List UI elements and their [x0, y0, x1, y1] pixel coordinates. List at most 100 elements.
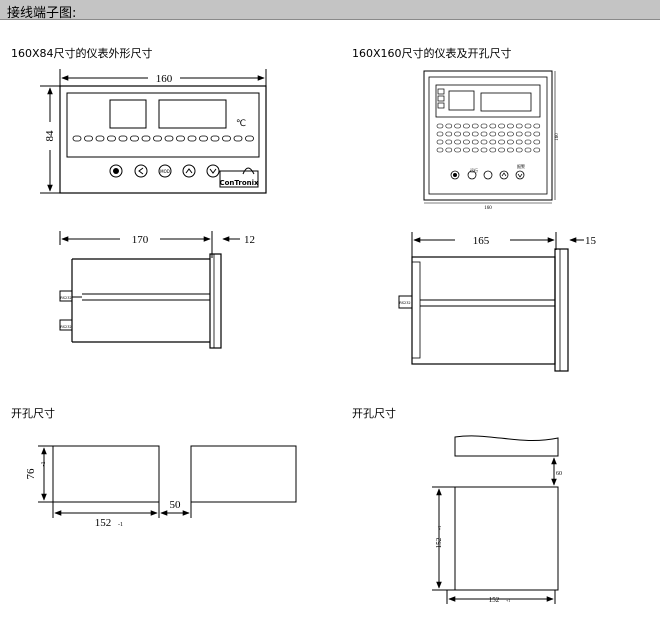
title-cutout-right: 开孔尺寸: [352, 407, 396, 420]
led: [533, 123, 541, 129]
led-grid: [436, 123, 541, 153]
led: [445, 123, 453, 129]
connector-tag-3: RS232: [399, 301, 410, 305]
dim-76: 76: [25, 468, 37, 480]
led: [507, 139, 514, 145]
keypad-84: MOD: [109, 164, 220, 178]
dim-160c: 160: [555, 133, 560, 141]
led: [489, 131, 497, 137]
dim-152-v: 152: [435, 537, 443, 548]
dim-84: 84: [44, 130, 56, 142]
led: [436, 147, 444, 153]
side-view-84: 170 12 RS232 RS232: [59, 231, 255, 349]
title-160x84: 160X84尺寸的仪表外形尺寸: [11, 47, 153, 60]
led: [445, 139, 453, 145]
dim-160b: 160: [484, 206, 492, 211]
dim-160-top: 160: [156, 73, 173, 85]
led: [222, 135, 231, 142]
led: [498, 147, 505, 153]
led: [72, 135, 82, 142]
alarm-label: 报警: [517, 163, 525, 169]
dim-12: 12: [244, 234, 255, 246]
connector-tag-1: RS232: [60, 296, 71, 300]
led: [141, 135, 151, 142]
led: [210, 135, 220, 142]
led: [498, 123, 505, 129]
led: [454, 147, 461, 153]
led: [245, 135, 254, 142]
led: [176, 135, 185, 142]
dim-15: 15: [585, 235, 597, 247]
led: [84, 135, 93, 142]
led: [498, 139, 505, 145]
led: [471, 123, 479, 129]
led: [164, 135, 174, 142]
cutout-84: 76 -1 50 152 -1: [25, 445, 297, 529]
led: [480, 131, 488, 137]
led: [463, 139, 470, 145]
dim-50: 50: [170, 499, 182, 511]
led: [533, 131, 541, 137]
led: [454, 123, 461, 129]
led: [95, 135, 105, 142]
led: [524, 131, 532, 137]
led: [524, 147, 532, 153]
led: [463, 123, 470, 129]
led: [445, 131, 453, 137]
led: [533, 147, 541, 153]
led: [118, 135, 128, 142]
mod-key-label: MOD: [160, 169, 170, 174]
led: [445, 147, 453, 153]
led: [489, 123, 497, 129]
run-label: 运行: [470, 167, 478, 173]
led: [436, 131, 444, 137]
led: [515, 123, 523, 129]
led: [498, 131, 505, 137]
dim-152-h: 152: [489, 596, 500, 604]
led: [507, 123, 514, 129]
led: [515, 131, 523, 137]
led: [480, 123, 488, 129]
led: [463, 131, 470, 137]
side-view-160: 165 15 RS232: [398, 232, 597, 372]
led: [463, 147, 470, 153]
led: [153, 135, 162, 142]
dim-76-tol: -1: [41, 462, 47, 467]
led: [524, 123, 532, 129]
led: [199, 135, 208, 142]
dim-170: 170: [132, 234, 149, 246]
keypad-160: [450, 170, 525, 180]
brand-logo: ConTronix: [219, 179, 259, 187]
led: [454, 139, 461, 145]
led: [507, 131, 514, 137]
led: [130, 135, 139, 142]
header-title: 接线端子图:: [7, 6, 77, 21]
led: [436, 123, 444, 129]
led: [515, 147, 523, 153]
title-160x160: 160X160尺寸的仪表及开孔尺寸: [352, 47, 512, 60]
led: [480, 147, 488, 153]
dim-60: 60: [556, 471, 562, 477]
led: [233, 135, 243, 142]
connector-tag-2: RS232: [60, 325, 71, 329]
dim-165: 165: [473, 235, 490, 247]
celsius-unit: ℃: [236, 119, 246, 129]
led: [533, 139, 541, 145]
led: [187, 135, 197, 142]
dim-152-tol: -1: [118, 522, 123, 528]
dim-152-h-tol: +1: [506, 598, 510, 603]
led: [515, 139, 523, 145]
led: [471, 131, 479, 137]
front-view-160x84: 160 84 ℃ MOD: [40, 69, 267, 194]
dim-152: 152: [95, 517, 112, 529]
dim-152-v-tol: +1: [437, 526, 442, 530]
led: [107, 135, 116, 142]
led: [524, 139, 532, 145]
led: [489, 139, 497, 145]
led: [507, 147, 514, 153]
led: [471, 139, 479, 145]
led: [489, 147, 497, 153]
title-cutout-left: 开孔尺寸: [11, 407, 55, 420]
